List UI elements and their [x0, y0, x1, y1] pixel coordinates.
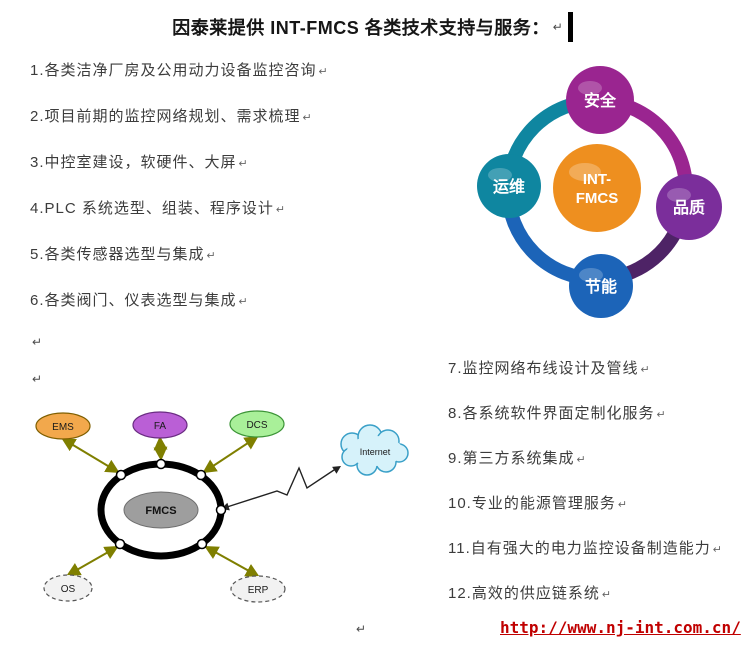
list-item-6: 6.各类阀门、仪表选型与集成↵: [30, 290, 328, 313]
list-item-4: 4.PLC 系统选型、组装、程序设计↵: [30, 198, 328, 221]
cloud-body: [347, 436, 403, 466]
footer-url-link[interactable]: http://www.nj-int.com.cn/: [500, 618, 741, 637]
paragraph-return-icon: ↵: [617, 499, 628, 511]
fa-node: [132, 411, 188, 439]
operations-circle: [477, 154, 541, 218]
center-circle-highlight: [569, 163, 601, 181]
service-list-right: 7.监控网络布线设计及管线↵ 8.各系统软件界面定制化服务↵ 9.第三方系统集成…: [448, 358, 722, 606]
quality-highlight: [667, 188, 691, 202]
list-item-text: 9.第三方系统集成: [448, 450, 575, 467]
port-top: [155, 458, 167, 470]
center-circle: [553, 144, 641, 232]
list-item-7: 7.监控网络布线设计及管线↵: [448, 358, 722, 381]
network-diagram: FMCS EMS FA DCS OS ERP: [35, 410, 409, 603]
list-item-8: 8.各系统软件界面定制化服务↵: [448, 403, 722, 426]
list-item-10: 10.专业的能源管理服务↵: [448, 493, 722, 516]
os-node: [43, 574, 93, 602]
arrowhead-to-cloud: [332, 466, 341, 474]
paragraph-return-icon: ↵: [238, 158, 248, 170]
fmcs-inner-ellipse: [123, 491, 199, 529]
port-bottom-right: [196, 538, 208, 550]
edge-dcs-fmcs: [202, 435, 259, 474]
paragraph-return-icon: ↵: [275, 204, 286, 216]
list-item-text: 5.各类传感器选型与集成: [30, 246, 205, 263]
list-item-5: 5.各类传感器选型与集成↵: [30, 244, 328, 267]
center-label-line1: INT-: [583, 171, 611, 188]
paragraph-return-icon: ↵: [656, 409, 666, 421]
os-label: OS: [61, 584, 76, 595]
ems-label: EMS: [52, 422, 74, 433]
port-right: [215, 504, 227, 516]
cycle-diagram: INT- FMCS 安全 品质 节能 运维: [477, 66, 722, 318]
energy-highlight: [579, 268, 603, 282]
paragraph-return-icon: ↵: [640, 364, 650, 376]
safety-circle: [566, 66, 634, 134]
operations-label: 运维: [493, 177, 525, 196]
list-item-1: 1.各类洁净厂房及公用动力设备监控咨询↵: [30, 60, 328, 83]
list-item-2: 2.项目前期的监控网络规划、需求梳理↵: [30, 106, 328, 129]
paragraph-return-icon: ↵: [552, 20, 563, 34]
energy-circle: [569, 254, 633, 318]
list-item-text: 10.专业的能源管理服务: [448, 495, 616, 512]
paragraph-return-icon: ↵: [576, 454, 586, 466]
list-item-text: 4.PLC 系统选型、组装、程序设计: [30, 200, 274, 217]
edge-fmcs-internet: [226, 466, 338, 508]
empty-paragraph-mark: ↵: [32, 335, 43, 349]
service-list-left: 1.各类洁净厂房及公用动力设备监控咨询↵ 2.项目前期的监控网络规划、需求梳理↵…: [30, 60, 328, 313]
center-label-line2: FMCS: [576, 190, 619, 207]
safety-label: 安全: [584, 91, 617, 110]
energy-label: 节能: [585, 277, 617, 296]
list-item-text: 3.中控室建设，软硬件、大屏: [30, 154, 237, 171]
list-item-text: 12.高效的供应链系统: [448, 585, 600, 602]
paragraph-return-icon: ↵: [302, 112, 312, 124]
list-item-text: 7.监控网络布线设计及管线: [448, 360, 639, 377]
erp-node: [230, 575, 286, 603]
page-title: 因泰莱提供 INT-FMCS 各类技术支持与服务：: [172, 18, 550, 38]
list-item-text: 8.各系统软件界面定制化服务: [448, 405, 655, 422]
dcs-label: DCS: [246, 420, 267, 431]
operations-highlight: [488, 168, 512, 182]
ems-node: [35, 412, 91, 440]
internet-label: Internet: [360, 447, 391, 457]
paragraph-return-icon: ↵: [601, 589, 612, 601]
fa-label: FA: [154, 421, 167, 432]
paragraph-return-icon: ↵: [238, 296, 248, 308]
port-top-left: [115, 469, 127, 481]
quality-circle: [656, 174, 722, 240]
edge-fa-fmcs: [153, 436, 168, 461]
quality-label: 品质: [673, 198, 705, 217]
paragraph-return-icon: ↵: [206, 250, 216, 262]
list-item-text: 6.各类阀门、仪表选型与集成: [30, 292, 237, 309]
list-item-text: 2.项目前期的监控网络规划、需求梳理: [30, 108, 301, 125]
list-item-9: 9.第三方系统集成↵: [448, 448, 722, 471]
list-item-12: 12.高效的供应链系统↵: [448, 583, 722, 606]
list-item-text: 1.各类洁净厂房及公用动力设备监控咨询: [30, 62, 317, 79]
paragraph-return-icon: ↵: [318, 66, 328, 78]
dcs-node: [229, 410, 285, 438]
edge-erp-fmcs: [204, 546, 260, 577]
list-item-text: 11.自有强大的电力监控设备制造能力: [448, 540, 711, 557]
port-bottom-left: [114, 538, 126, 550]
erp-label: ERP: [248, 585, 269, 596]
safety-highlight: [578, 81, 602, 95]
empty-paragraph-mark: ↵: [356, 622, 367, 636]
port-top-right: [195, 469, 207, 481]
edge-os-fmcs: [66, 546, 119, 576]
paragraph-return-icon: ↵: [712, 544, 722, 556]
text-cursor: [567, 12, 573, 42]
list-item-3: 3.中控室建设，软硬件、大屏↵: [30, 152, 328, 175]
list-item-11: 11.自有强大的电力监控设备制造能力↵: [448, 538, 722, 561]
internet-cloud: Internet: [340, 424, 409, 476]
title-row: 因泰莱提供 INT-FMCS 各类技术支持与服务： ↵: [0, 12, 745, 42]
empty-paragraph-mark: ↵: [32, 372, 43, 386]
fmcs-label: FMCS: [145, 505, 176, 517]
edge-ems-fmcs: [61, 437, 120, 474]
